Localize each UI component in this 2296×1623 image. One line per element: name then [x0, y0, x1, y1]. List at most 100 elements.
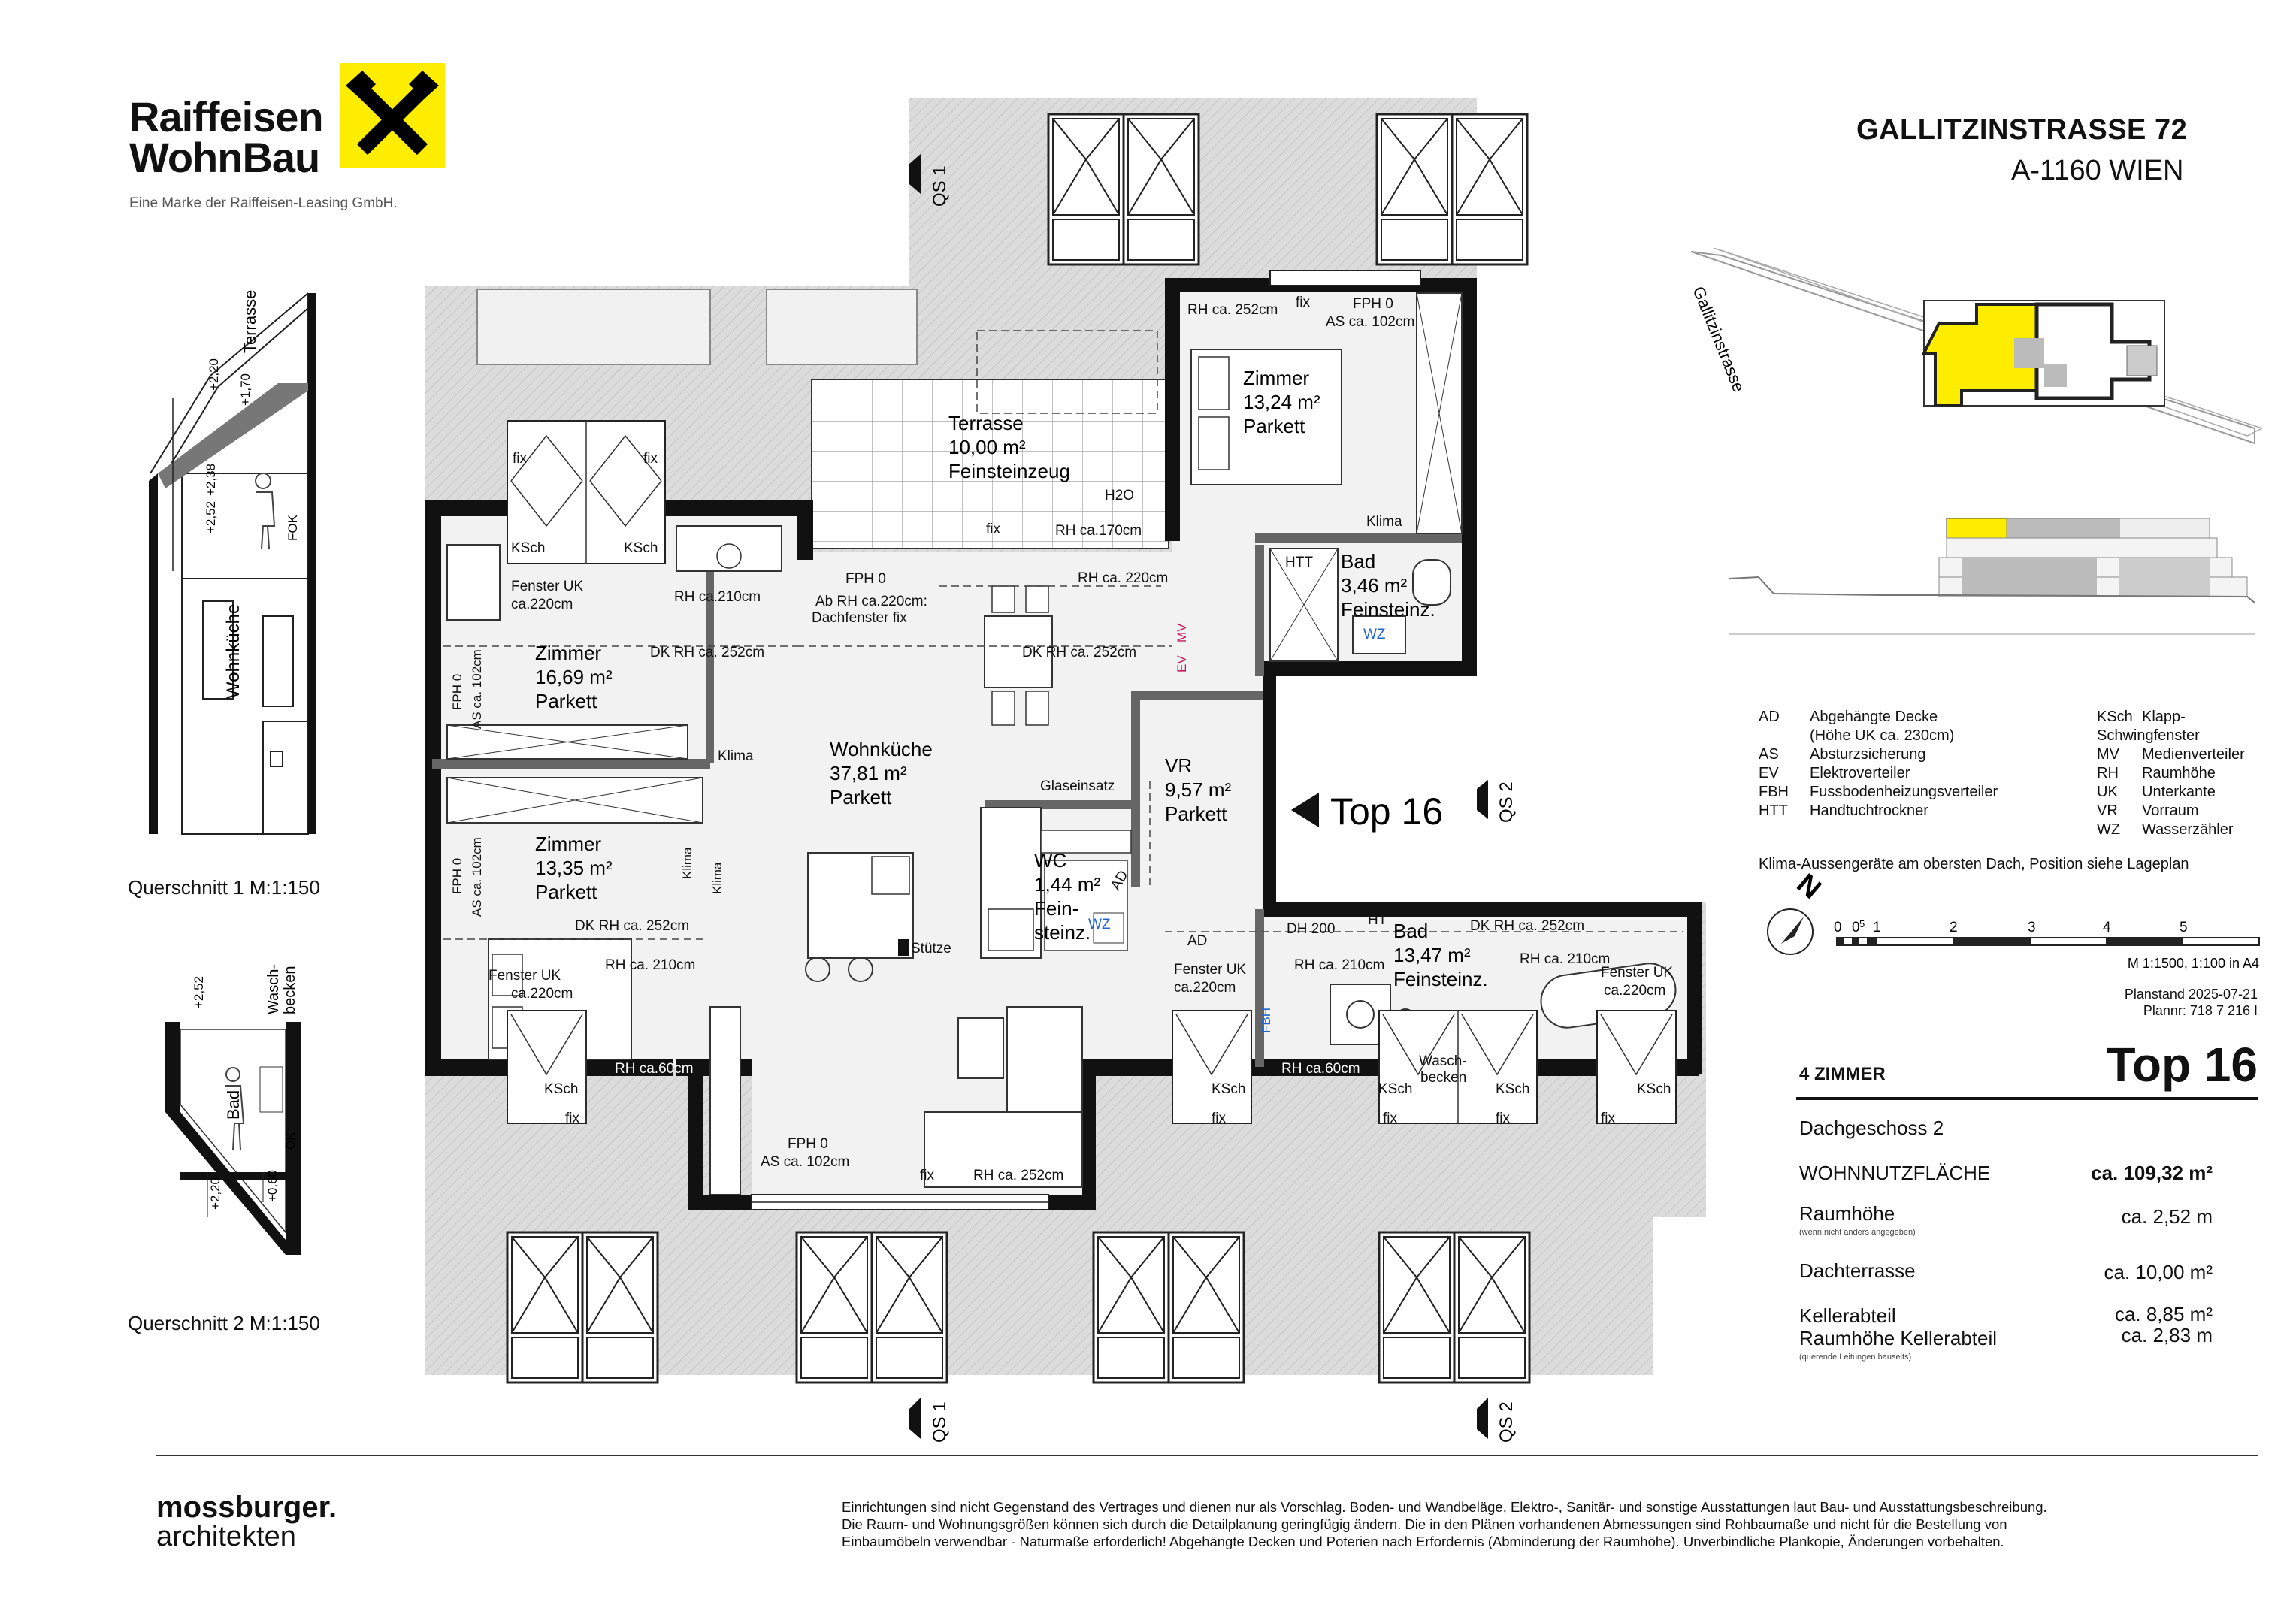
- legend-text: Abgehängte Decke: [1810, 709, 1938, 725]
- plan-note: FPH 0: [450, 674, 464, 710]
- plan-note: DK RH ca. 252cm: [1470, 918, 1584, 934]
- info-floor: Dachgeschoss 2: [1799, 1117, 1944, 1139]
- plan-note: KSch: [1637, 1081, 1671, 1097]
- person-icon: [255, 473, 276, 549]
- cross-section-2-label: Querschnitt 2 M:1:150: [128, 1312, 320, 1334]
- plan-note: FBH: [1259, 1008, 1273, 1033]
- info-keller-height-label: Raumhöhe Kellerabteil: [1799, 1327, 1998, 1349]
- plan-note: fix: [920, 1168, 935, 1183]
- plan-note: fix: [1296, 295, 1311, 310]
- info-top-label: Top 16: [2106, 1038, 2258, 1092]
- disclaimer-line1: Einrichtungen sind nicht Gegenstand des …: [842, 1499, 2047, 1515]
- plan-top-label: Top 16: [1330, 790, 1443, 833]
- cut1-h238: +2,38: [204, 464, 218, 496]
- qs-marker: QS 1: [909, 1398, 950, 1443]
- plan-note: Fenster UK: [1174, 962, 1246, 978]
- plan-note: DK RH ca. 252cm: [575, 918, 689, 934]
- info-wnf-value: ca. 109,32 m²: [2091, 1162, 2213, 1184]
- cut1-fok: FOK: [286, 514, 300, 541]
- legend-item: (Höhe UK ca. 230cm): [1759, 727, 2089, 745]
- scale-tick: 0: [1834, 920, 1842, 935]
- plan-note: RH ca.210cm: [674, 589, 761, 605]
- plan-note: Wasch-: [1419, 1053, 1467, 1069]
- room-name: Wohnküche: [830, 738, 933, 760]
- plan-note: FPH 0: [1353, 296, 1393, 312]
- entrance-arrow-icon: [1291, 793, 1319, 827]
- scale-ratio: M 1:1500, 1:100 in A4: [2128, 956, 2259, 971]
- plan-note: Ab RH ca.220cm:: [815, 594, 927, 609]
- room-area: 9,57 m²: [1165, 778, 1231, 801]
- plan-note: Fenster UK: [511, 579, 583, 594]
- plan-note: fix: [1496, 1111, 1511, 1126]
- cut2-h060: +0,60: [265, 1170, 280, 1202]
- brand-emblem-icon: [340, 63, 445, 168]
- plan-note: becken: [1420, 1070, 1466, 1086]
- scale-tick: 5: [1859, 918, 1865, 929]
- plan-note: fix: [1601, 1111, 1616, 1126]
- room-floor: Feinsteinz.: [1393, 968, 1488, 990]
- room-area: 10,00 m²: [948, 436, 1026, 458]
- scale-bar: N 0 0 5 1 2 3 4 5 M 1:1500, 1:100 in A4: [1767, 872, 2260, 971]
- legend-item: HTT Handtuchtrockner: [1759, 802, 2089, 821]
- info-height-label: Raumhöhe: [1799, 1202, 1895, 1225]
- brand-name-line2: WohnBau: [129, 134, 320, 181]
- plan-note: RH ca. 60cm: [674, 500, 757, 516]
- plan-note: FPH 0: [788, 1136, 828, 1152]
- scale-tick: 4: [2103, 920, 2111, 935]
- plan-note: DK RH ca. 252cm: [1022, 645, 1136, 660]
- brand-name-line1: Raiffeisen: [129, 93, 324, 141]
- legend-abbr: MV: [2097, 746, 2119, 763]
- plan-note: Klima: [680, 847, 694, 879]
- plan-note: H2O: [1105, 488, 1134, 503]
- site-plan: Gallitzinstrasse: [1691, 248, 2262, 445]
- plan-note: FPH 0: [450, 858, 464, 894]
- qs-marker: QS 2: [1477, 1398, 1517, 1443]
- legend-item: AS Absturzsicherung: [1759, 745, 2089, 764]
- info-height-value: ca. 2,52 m: [2121, 1205, 2213, 1228]
- cross-section-1: Terrasse +2,20 +1,70 +2,38 +2,52 FOK Woh…: [149, 290, 316, 835]
- legend-text: (Höhe UK ca. 230cm): [1810, 727, 1955, 744]
- legend-text: Absturzsicherung: [1810, 746, 1926, 763]
- architect-sub: architekten: [156, 1521, 296, 1552]
- plan-note: ca.220cm: [511, 597, 573, 612]
- cross-section-1-label: Querschnitt 1 M:1:150: [128, 876, 320, 899]
- legend-text: Handtuchtrockner: [1810, 802, 1928, 819]
- cut1-h170: +1,70: [238, 373, 253, 406]
- plan-note: fix: [986, 521, 1001, 537]
- plan-note: fix: [1212, 1111, 1227, 1126]
- brand-tagline: Eine Marke der Raiffeisen-Leasing GmbH.: [129, 195, 398, 211]
- plan-note: KSch: [1496, 1081, 1529, 1097]
- legend-abbr: EV: [1759, 765, 1779, 781]
- planstand: Planstand 2025-07-21: [2124, 987, 2258, 1002]
- plan-note: RH ca. 210cm: [1294, 957, 1384, 973]
- legend-abbr: FBH: [1759, 784, 1789, 800]
- cut1-terrasse: Terrasse: [240, 290, 259, 353]
- legend-abbr: HTT: [1759, 802, 1788, 819]
- legend-abbr: AS: [1759, 746, 1779, 763]
- scale-tick: 1: [1873, 920, 1881, 935]
- legend-text: Medienverteiler: [2142, 746, 2245, 763]
- cut2-bad: Bad: [224, 1090, 243, 1120]
- room-name: Zimmer: [1243, 367, 1309, 389]
- info-wnf-label: WOHNNUTZFLÄCHE: [1799, 1162, 1991, 1184]
- plan-note: WZ: [1363, 627, 1386, 642]
- room-name: Zimmer: [535, 642, 601, 664]
- plan-note: AS ca. 102cm: [470, 837, 484, 917]
- room-name: Bad: [1341, 550, 1375, 573]
- plan-note: RH ca.170cm: [1055, 523, 1142, 539]
- info-terrace-label: Dachterrasse: [1799, 1259, 1916, 1282]
- qs2-mid: QS 2: [1496, 781, 1517, 823]
- klima-note: Klima-Aussengeräte am obersten Dach, Pos…: [1759, 856, 2189, 872]
- plan-note: fix: [513, 451, 528, 467]
- plan-note: KSch: [544, 1081, 578, 1097]
- plan-note: fix: [643, 451, 658, 467]
- info-keller-note: (querende Leitungen bauseits): [1799, 1352, 1912, 1362]
- plan-note: RH ca.60cm: [615, 1061, 694, 1077]
- cut1-h220: +2,20: [207, 358, 221, 391]
- plan-note: WZ: [1088, 917, 1111, 932]
- plan-note: ca.220cm: [1174, 980, 1236, 996]
- cut2-wasch: Wasch-: [265, 964, 282, 1014]
